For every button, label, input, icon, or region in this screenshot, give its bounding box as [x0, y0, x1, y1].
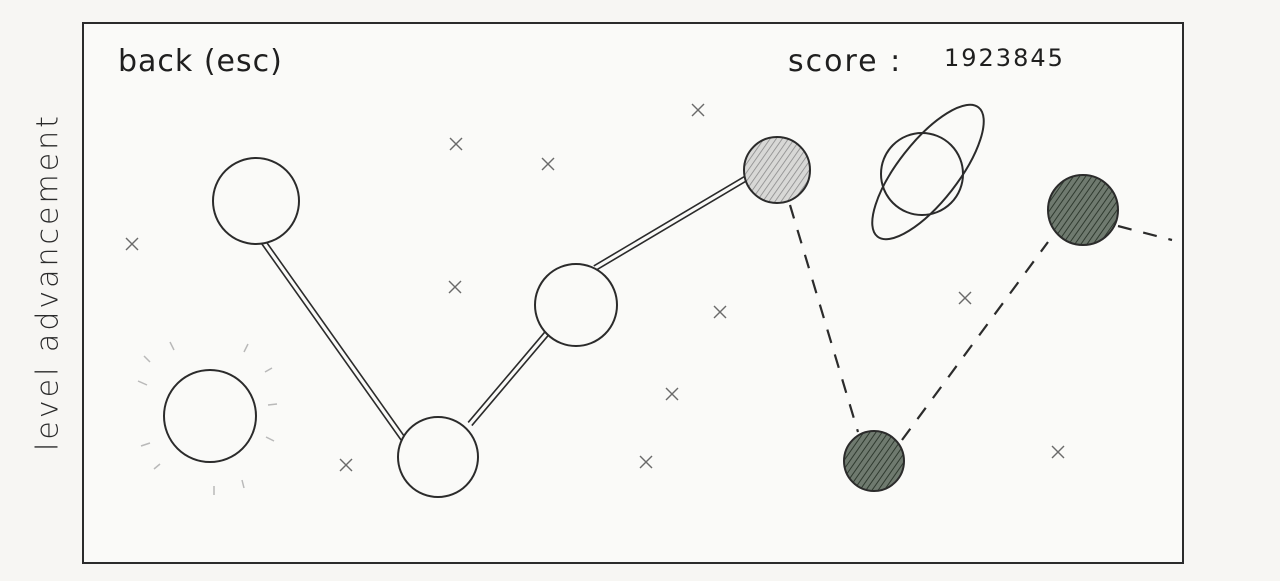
level-paths [259, 173, 1173, 442]
level-path-solid [259, 240, 403, 442]
star-icon [665, 387, 679, 401]
back-button[interactable]: back (esc) [118, 44, 283, 79]
level-path-solid [471, 333, 551, 427]
star-icon [691, 103, 705, 117]
level-node-locked-6 [1047, 174, 1119, 246]
level-nodes [212, 136, 1119, 498]
level-path-solid [263, 238, 407, 440]
level-path-dashed [788, 204, 860, 433]
level-path-solid [593, 173, 750, 267]
score-label: score : [788, 44, 903, 79]
star-icon [639, 455, 653, 469]
star-icon [541, 157, 555, 171]
star-icon [958, 291, 972, 305]
star-icon [1051, 445, 1065, 459]
level-node-unlocked-1[interactable] [212, 157, 300, 245]
star-icon [339, 458, 353, 472]
score-value: 1923845 [944, 44, 1065, 72]
level-node-unlocked-3[interactable] [534, 263, 618, 347]
level-path-solid [595, 177, 752, 271]
star-field [125, 103, 1065, 472]
star-icon [448, 280, 462, 294]
level-node-current-4[interactable] [743, 136, 811, 204]
level-path-dashed [901, 241, 1049, 441]
star-icon [125, 237, 139, 251]
level-path-solid [467, 329, 547, 423]
game-frame [82, 22, 1184, 564]
sun-icon [137, 341, 278, 495]
star-icon [713, 305, 727, 319]
level-node-locked-5 [843, 430, 905, 492]
star-icon [449, 137, 463, 151]
level-path-dashed [1117, 224, 1173, 242]
ringed-planet-icon [871, 103, 985, 241]
level-node-unlocked-2[interactable] [397, 416, 479, 498]
